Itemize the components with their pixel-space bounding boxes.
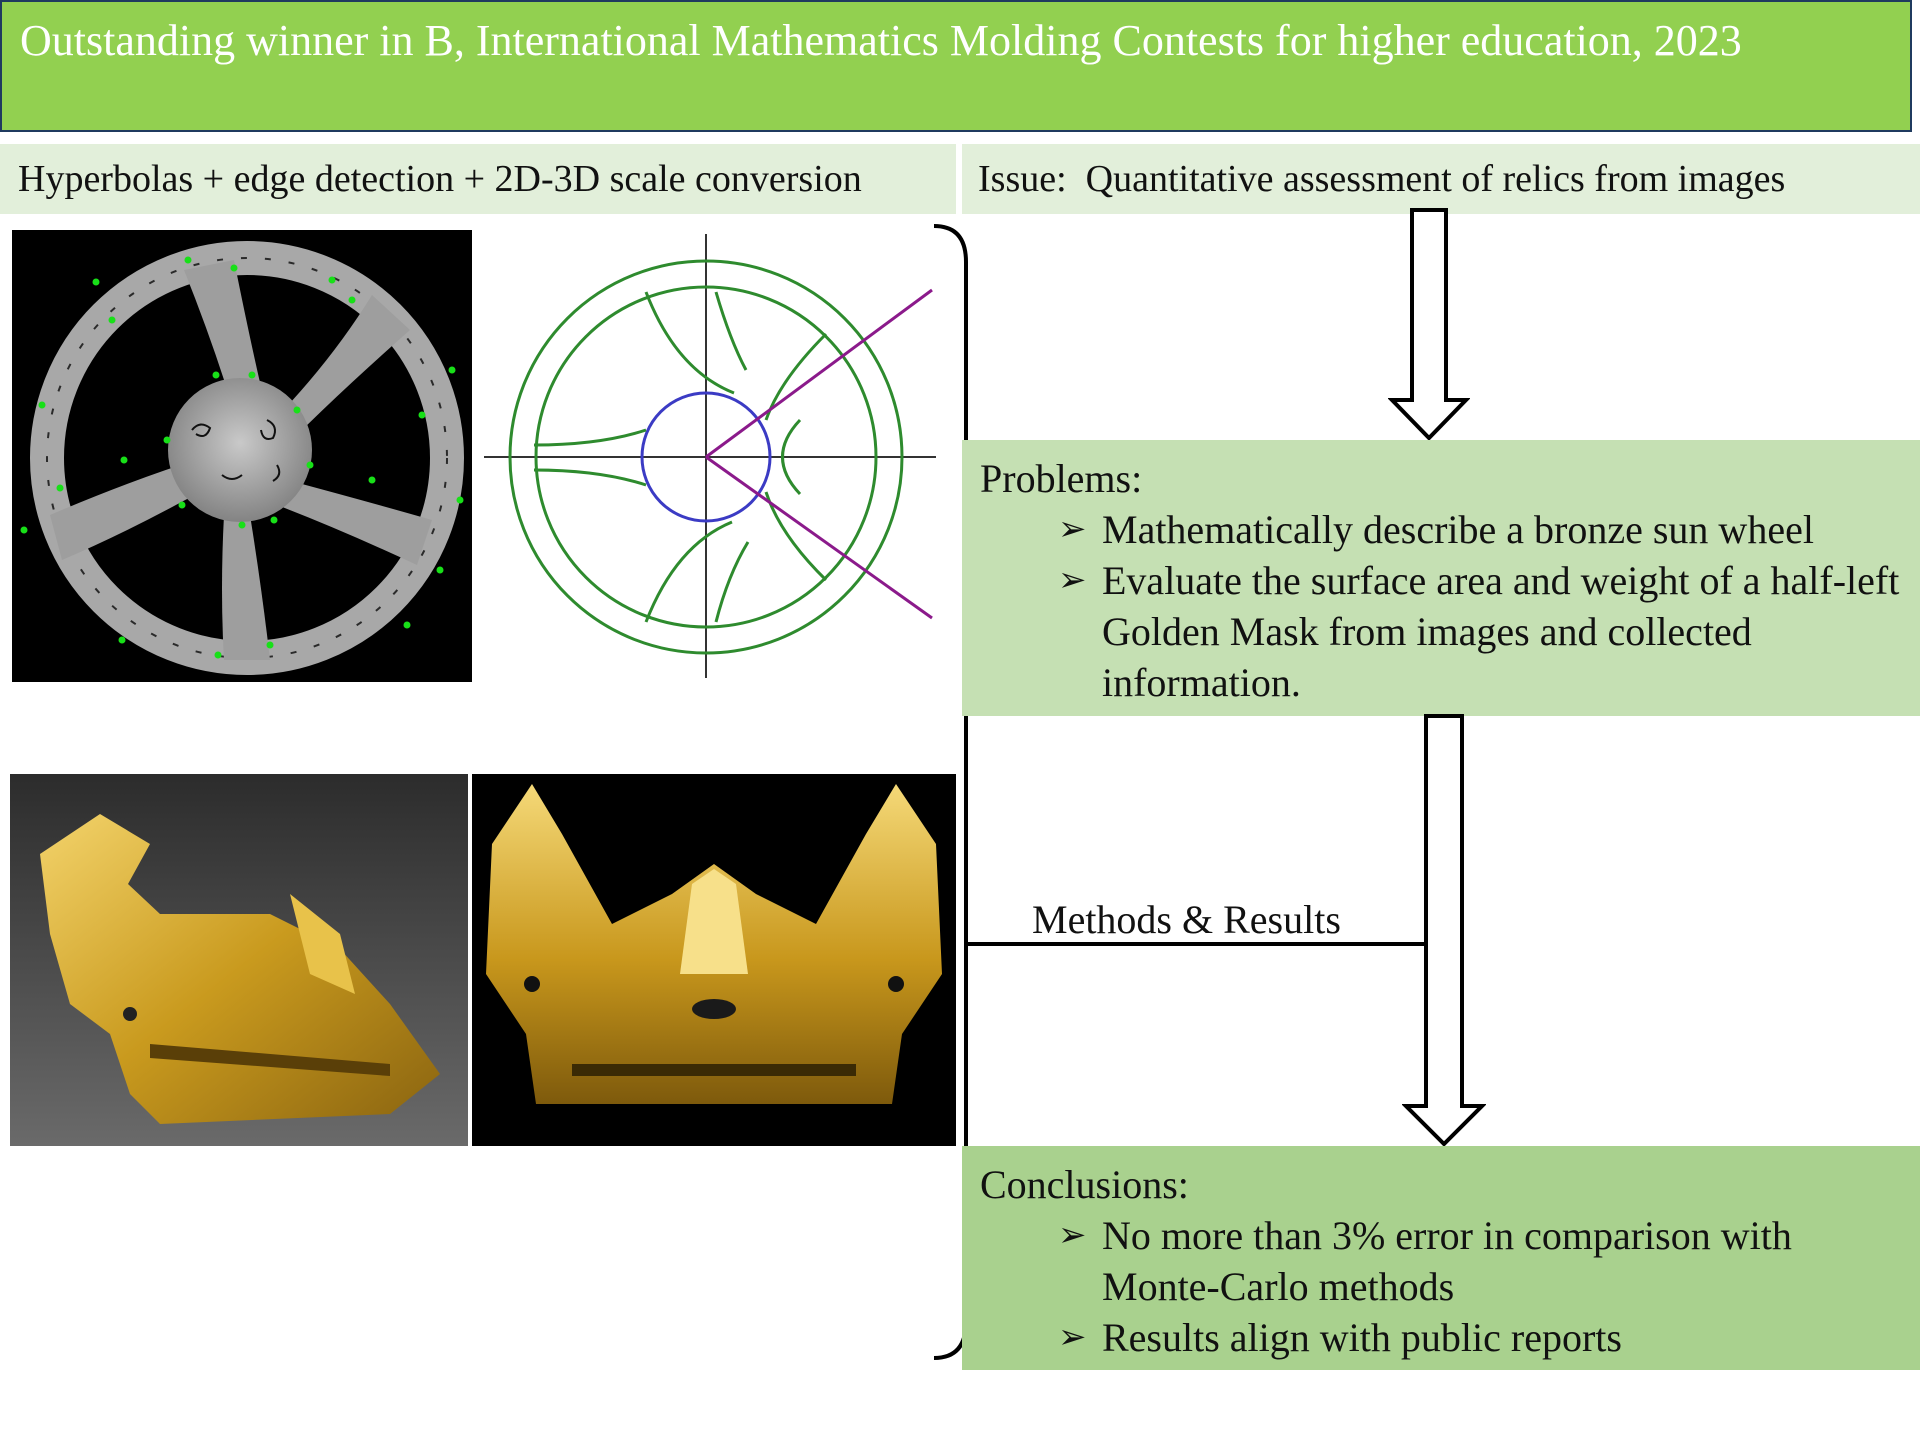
conclusions-item-2: ➢Results align with public reports <box>1058 1312 1902 1363</box>
arrowhead-bullet-icon: ➢ <box>1058 511 1087 548</box>
golden-mask-front-photo <box>472 774 956 1146</box>
problems-item-1: ➢Mathematically describe a bronze sun wh… <box>1058 504 1902 555</box>
arrowhead-bullet-icon: ➢ <box>1058 1319 1087 1356</box>
asymptote-upper <box>705 288 933 459</box>
outer-rim-circle <box>508 259 904 655</box>
conclusions-panel: Conclusions: ➢No more than 3% error in c… <box>962 1146 1920 1370</box>
issue-heading: Issue: Quantitative assessment of relics… <box>962 144 1920 214</box>
inner-rim-circle <box>534 285 878 629</box>
issue-text: Quantitative assessment of relics from i… <box>1085 158 1786 200</box>
page-title: Outstanding winner in B, International M… <box>0 0 1912 132</box>
arrowhead-bullet-icon: ➢ <box>1058 562 1087 599</box>
conclusions-item-1: ➢No more than 3% error in comparison wit… <box>1058 1210 1902 1312</box>
methods-connector-line <box>964 942 1426 946</box>
left-heading: Hyperbolas + edge detection + 2D-3D scal… <box>0 144 956 214</box>
problems-list: ➢Mathematically describe a bronze sun wh… <box>980 504 1902 708</box>
hollow-down-arrow-icon <box>1388 208 1470 441</box>
grouping-brace <box>933 224 968 1360</box>
problems-item-2: ➢Evaluate the surface area and weight of… <box>1058 555 1902 708</box>
sun-wheel-photo <box>12 230 472 682</box>
asymptote-lower <box>705 455 933 620</box>
golden-mask-side-photo <box>10 774 468 1146</box>
arrowhead-bullet-icon: ➢ <box>1058 1217 1087 1254</box>
hyperbola-diagram <box>480 230 940 682</box>
hyperbola-spokes <box>533 291 828 623</box>
issue-label: Issue: <box>978 158 1067 200</box>
conclusions-list: ➢No more than 3% error in comparison wit… <box>980 1210 1902 1363</box>
methods-results-label: Methods & Results <box>1032 897 1341 942</box>
problems-panel: Problems: ➢Mathematically describe a bro… <box>962 440 1920 716</box>
conclusions-title: Conclusions: <box>980 1162 1189 1207</box>
hub-circle <box>640 391 772 523</box>
hollow-down-arrow-icon <box>1402 714 1486 1147</box>
problems-title: Problems: <box>980 456 1143 501</box>
